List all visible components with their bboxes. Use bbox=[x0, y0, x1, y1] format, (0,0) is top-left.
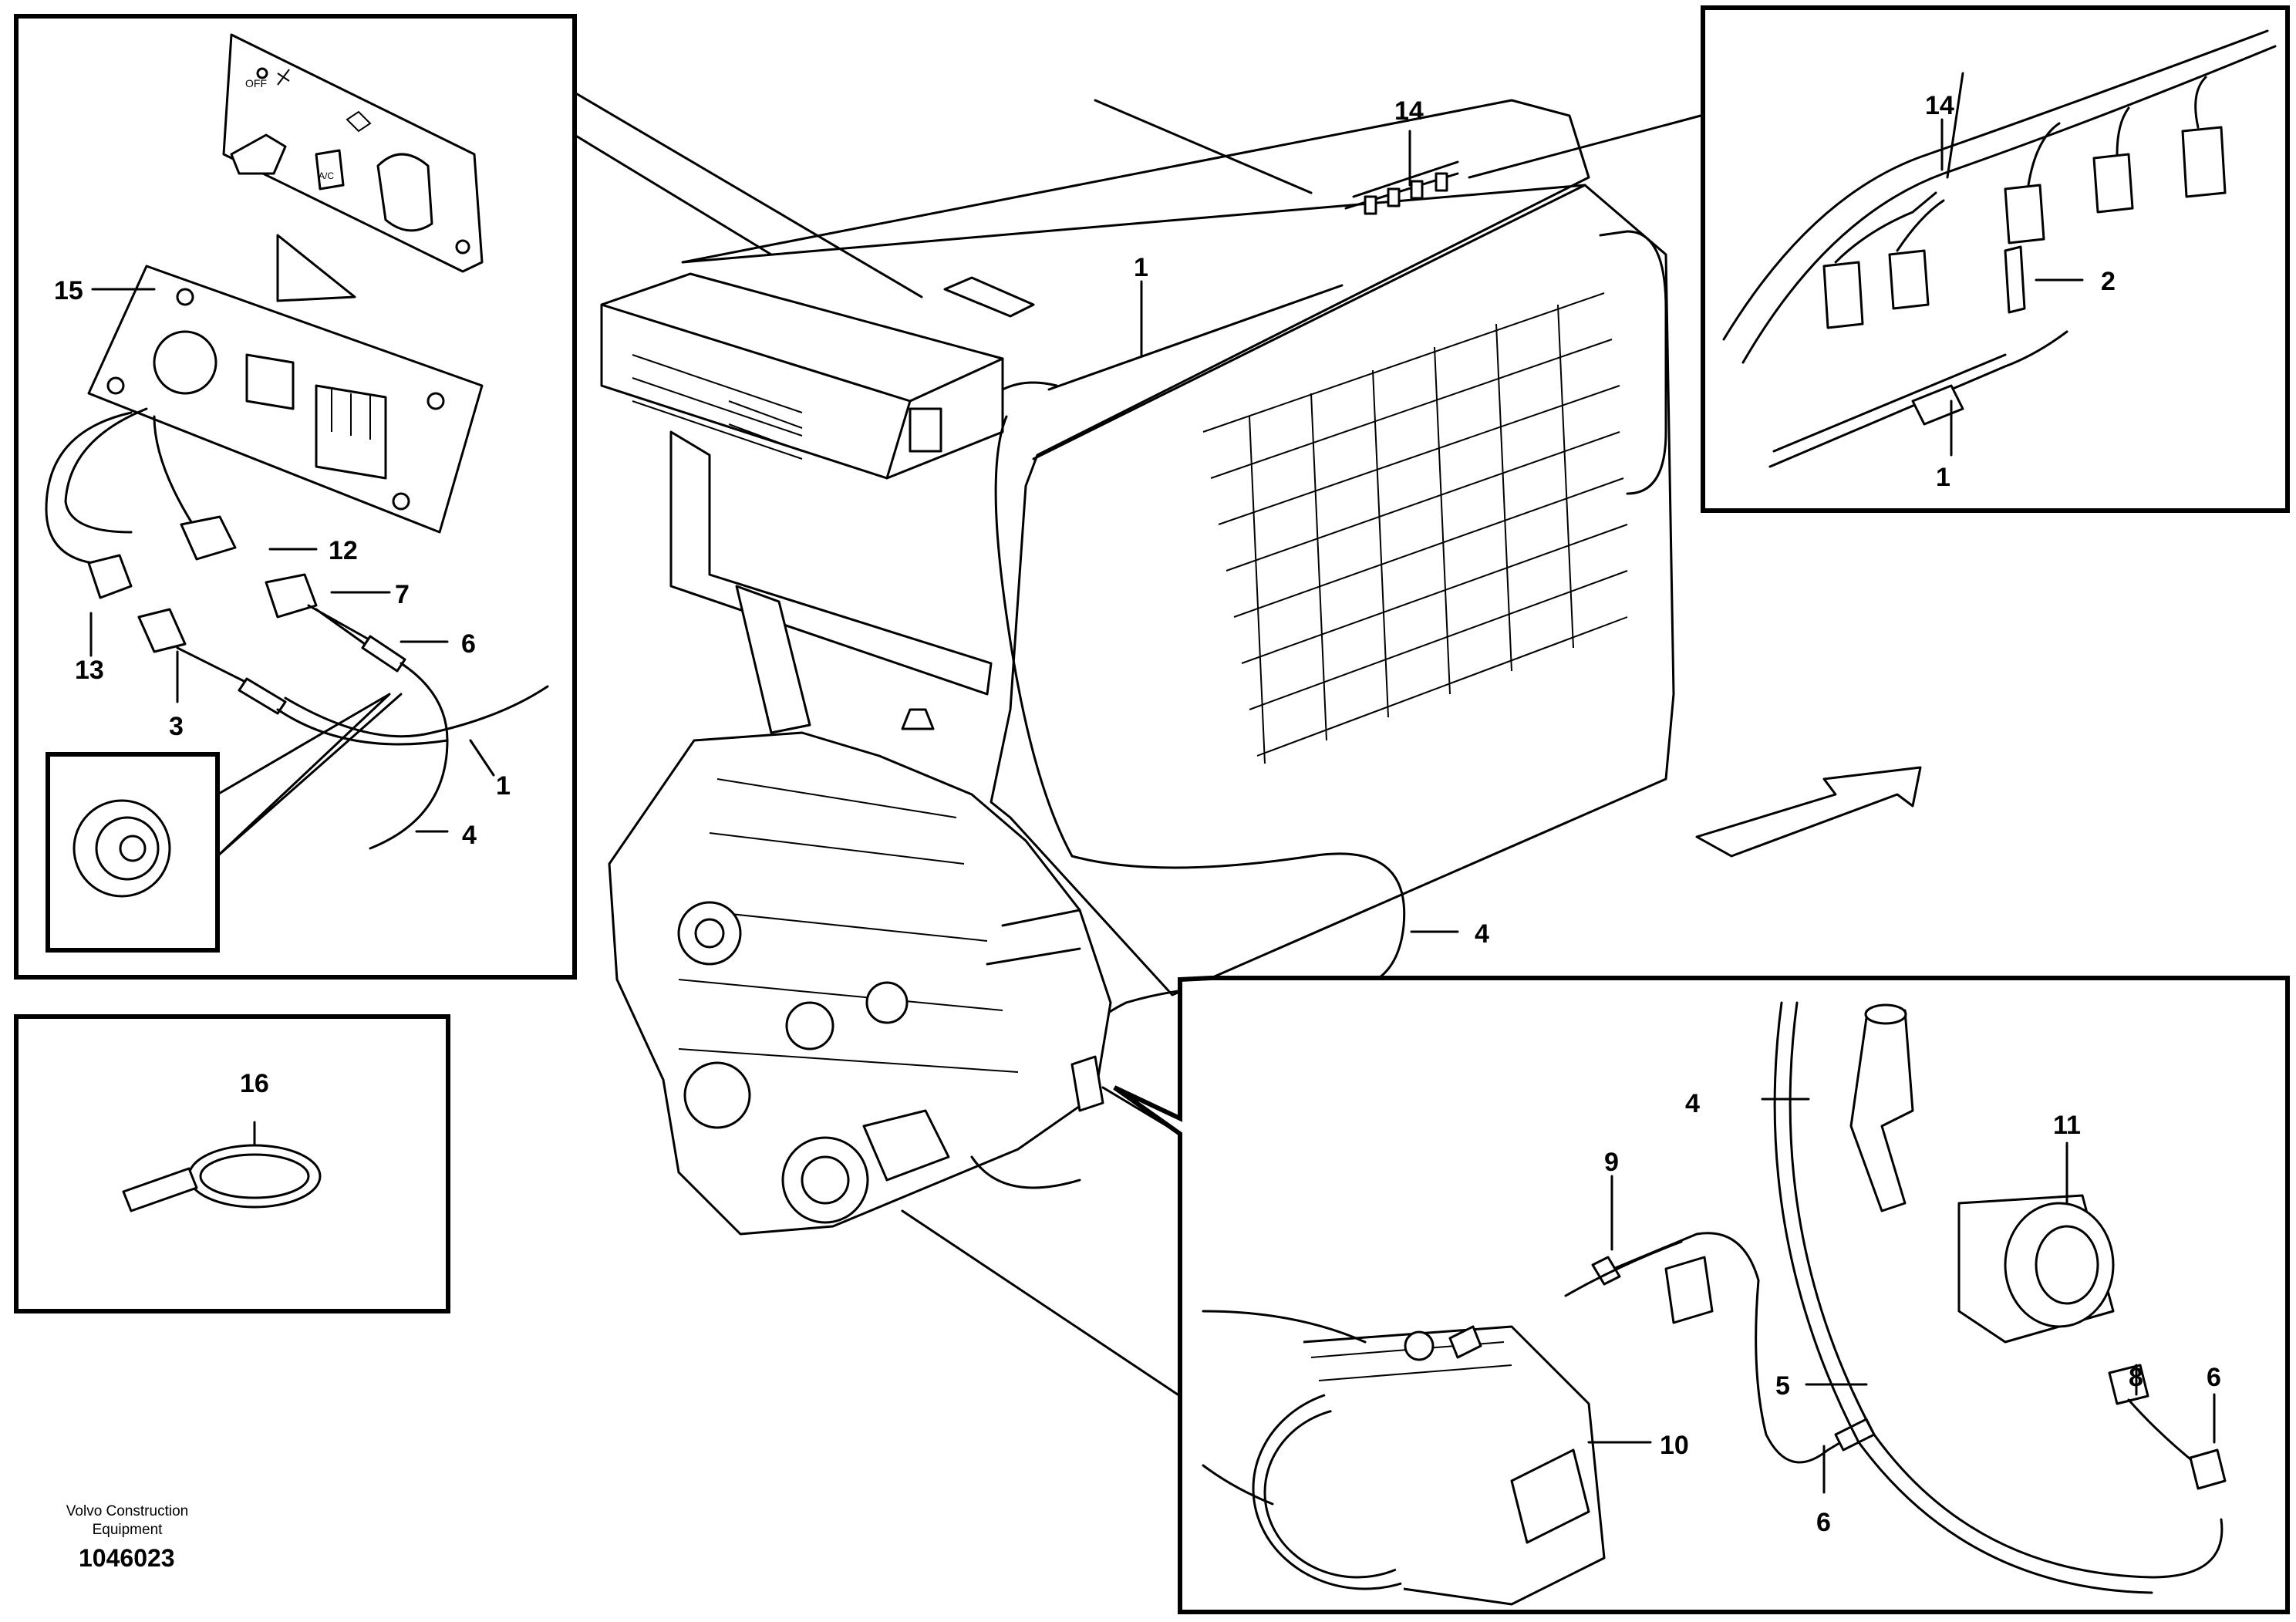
direction-arrow bbox=[1695, 766, 1922, 858]
callout-1-left: 1 bbox=[496, 771, 511, 801]
callout-11: 11 bbox=[2053, 1111, 2081, 1140]
callout-14-center: 14 bbox=[1394, 96, 1424, 126]
callout-6-bottom: 6 bbox=[1816, 1508, 1831, 1537]
callout-16: 16 bbox=[240, 1069, 269, 1098]
leader-lines bbox=[89, 118, 2216, 1494]
company-name: Volvo Construction Equipment bbox=[66, 1503, 189, 1538]
callout-8: 8 bbox=[2129, 1363, 2143, 1392]
callout-6-right: 6 bbox=[2207, 1363, 2221, 1392]
callout-4-center: 4 bbox=[1475, 919, 1489, 949]
callout-15: 15 bbox=[54, 276, 83, 305]
ac-label: A/C bbox=[319, 170, 334, 181]
callout-2: 2 bbox=[2101, 267, 2116, 296]
detail-box-compressor bbox=[1113, 976, 2290, 1614]
callout-14-right: 14 bbox=[1925, 91, 1954, 120]
rear-grille bbox=[1202, 292, 1628, 764]
callout-13: 13 bbox=[75, 656, 104, 685]
connector-row bbox=[1822, 126, 2227, 329]
central-assembly bbox=[573, 91, 1922, 1398]
detail-box-connectors bbox=[1701, 5, 2290, 513]
engine bbox=[608, 708, 1112, 1236]
relay-board bbox=[87, 265, 484, 534]
heater-unit bbox=[600, 272, 1004, 480]
callout-12: 12 bbox=[329, 536, 358, 565]
cable-tie bbox=[122, 1144, 322, 1212]
pressure-switch bbox=[1849, 1003, 2115, 1344]
callout-9: 9 bbox=[1604, 1148, 1619, 1177]
callouts: 15 12 7 6 13 3 1 4 16 1 14 4 4 14 2 1 9 … bbox=[54, 91, 2221, 1537]
detail-box-controls: OFF A/C bbox=[14, 14, 577, 980]
callout-10: 10 bbox=[1660, 1431, 1689, 1460]
callout-7: 7 bbox=[395, 580, 410, 609]
callout-1-center: 1 bbox=[1134, 253, 1148, 282]
detail-box-cable-tie bbox=[14, 1014, 450, 1313]
callout-4-right: 4 bbox=[1685, 1089, 1700, 1118]
callout-3: 3 bbox=[169, 712, 184, 741]
ac-compressor bbox=[1202, 1310, 1606, 1606]
callout-6-left: 6 bbox=[461, 629, 476, 659]
drawing-number: 1046023 bbox=[79, 1544, 175, 1572]
callout-1-right: 1 bbox=[1936, 463, 1950, 492]
callout-5: 5 bbox=[1775, 1371, 1790, 1401]
control-panel: OFF A/C bbox=[222, 33, 484, 273]
off-label: OFF bbox=[245, 77, 267, 89]
callout-4-left: 4 bbox=[462, 821, 477, 850]
